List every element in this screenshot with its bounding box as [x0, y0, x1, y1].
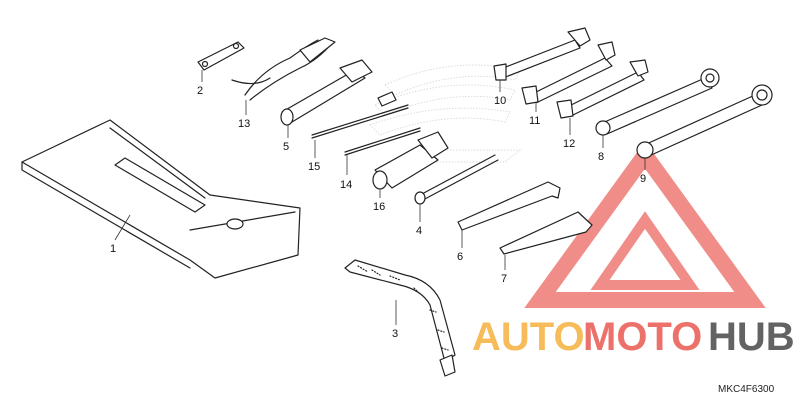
- part-small-spanner: [197, 41, 245, 71]
- part-pliers: [231, 37, 336, 101]
- part-extension-bar: [414, 154, 499, 205]
- callout-16: 16: [373, 201, 385, 213]
- callout-10: 10: [494, 95, 506, 107]
- callout-2: 2: [197, 85, 203, 97]
- watermark-brand-moto: MOTO: [583, 315, 702, 359]
- callout-labels: 1 2 3 4 5 6 7 8 9 10 11 12 13 14 15 16: [110, 85, 646, 340]
- part-tool-bag: [21, 119, 301, 279]
- callout-4: 4: [416, 225, 422, 237]
- callout-13: 13: [238, 118, 250, 130]
- part-hex-key-small: [499, 211, 593, 255]
- part-strap: [344, 259, 456, 377]
- callout-3: 3: [392, 328, 398, 340]
- callout-9: 9: [640, 173, 646, 185]
- callout-5: 5: [283, 141, 289, 153]
- watermark-triangle-logo: [524, 141, 766, 308]
- part-open-end-wrench-12: [556, 59, 649, 119]
- leader-lines: [114, 70, 646, 325]
- callout-1: 1: [110, 243, 116, 255]
- part-screwdriver-handle: [372, 131, 449, 190]
- callout-8: 8: [598, 151, 604, 163]
- part-combination-wrench-8: [595, 68, 720, 136]
- watermark-brand: AUTO MOTO HUB: [472, 315, 795, 359]
- part-combination-wrench-9: [636, 84, 773, 159]
- callout-6: 6: [457, 251, 463, 263]
- part-screwdriver-bit: [344, 127, 421, 156]
- watermark-brand-hub: HUB: [708, 315, 795, 359]
- callout-14: 14: [340, 179, 352, 191]
- part-hex-key-large: [457, 181, 561, 231]
- part-open-end-wrench-10: [493, 27, 591, 81]
- watermark-brand-auto: AUTO: [472, 315, 585, 359]
- diagram-code: MKC4F6300: [718, 384, 775, 395]
- callout-11: 11: [529, 115, 540, 127]
- callout-15: 15: [308, 161, 320, 173]
- callout-12: 12: [563, 138, 575, 150]
- part-screwdriver-shaft: [311, 91, 409, 139]
- callout-7: 7: [501, 273, 507, 285]
- part-open-end-wrench-11: [521, 41, 616, 105]
- part-socket-wrench: [280, 59, 373, 126]
